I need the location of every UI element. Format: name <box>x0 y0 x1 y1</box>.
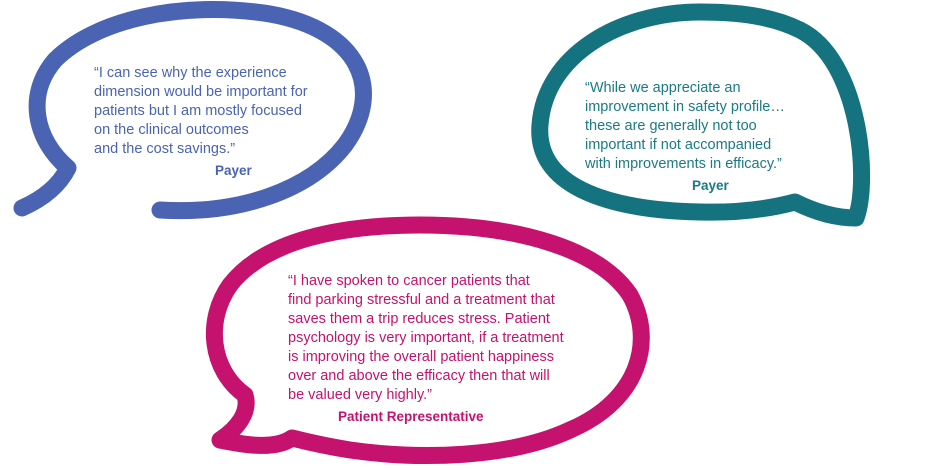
attribution-payer-2: Payer <box>692 178 729 193</box>
quote-line: dimension would be important for <box>94 84 308 100</box>
quote-line: important if not accompanied <box>585 137 772 153</box>
speech-bubble-payer-1 <box>13 1 372 220</box>
quote-line: improvement in safety profile… <box>585 99 785 115</box>
quote-line: on the clinical outcomes <box>94 122 249 138</box>
quote-line: is improving the overall patient happine… <box>288 349 554 365</box>
quote-line: and the cost savings.” <box>94 141 236 157</box>
quote-line: be valued very highly.” <box>288 387 433 403</box>
attribution-patient-rep: Patient Representative <box>338 409 484 424</box>
quote-line: patients but I am mostly focused <box>94 103 302 119</box>
quote-text-payer-1: “I can see why the experience dimension … <box>94 64 308 159</box>
quote-line: find parking stressful and a treatment t… <box>288 292 555 308</box>
speech-bubble-payer-2 <box>531 3 871 227</box>
quote-line: with improvements in efficacy.” <box>585 156 782 172</box>
quote-line: these are generally not too <box>585 118 757 134</box>
quote-text-patient-rep: “I have spoken to cancer patients that f… <box>288 272 564 405</box>
quote-line: over and above the efficacy then that wi… <box>288 368 550 384</box>
quote-line: “I have spoken to cancer patients that <box>288 273 530 289</box>
quote-line: saves them a trip reduces stress. Patien… <box>288 311 550 327</box>
attribution-payer-1: Payer <box>215 163 252 178</box>
quote-line: psychology is very important, if a treat… <box>288 330 564 346</box>
quote-text-payer-2: “While we appreciate an improvement in s… <box>585 79 785 174</box>
speech-bubble-patient <box>205 216 650 464</box>
quote-line: “I can see why the experience <box>94 65 287 81</box>
quote-line: “While we appreciate an <box>585 80 741 96</box>
